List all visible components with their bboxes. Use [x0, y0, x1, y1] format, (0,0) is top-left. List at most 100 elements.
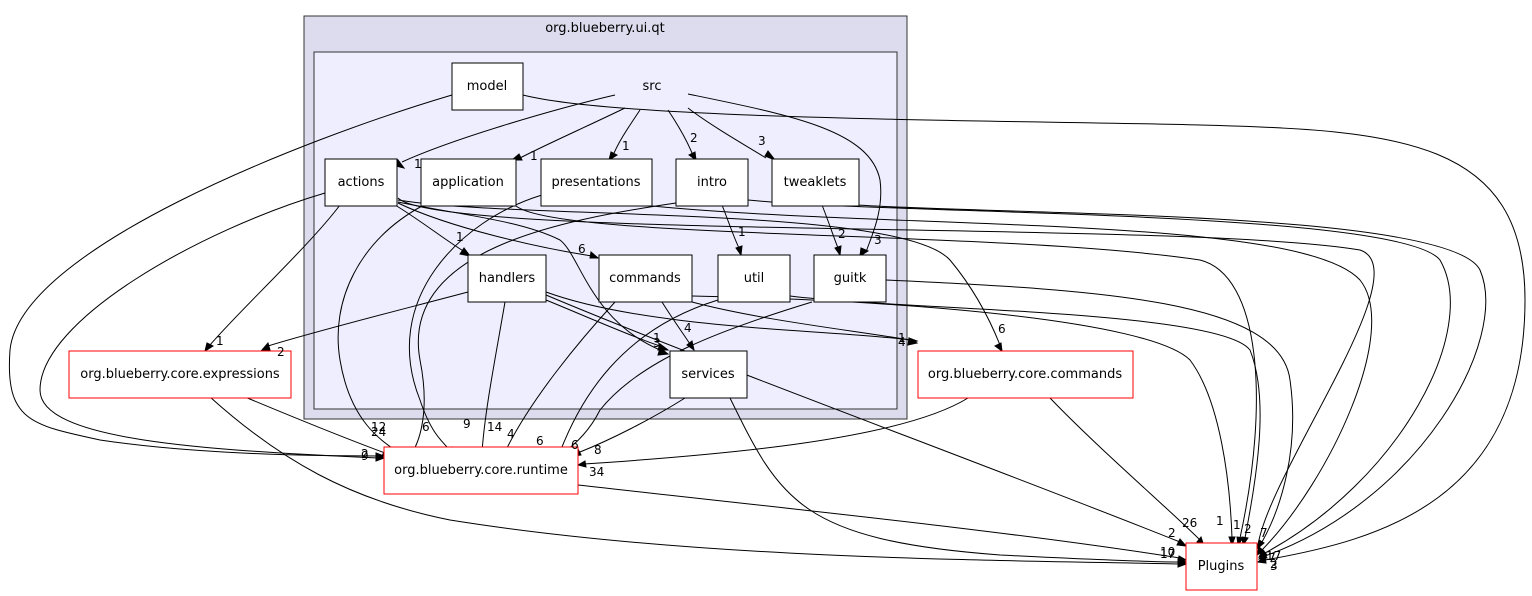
edge-label: 24 — [371, 425, 386, 439]
node-actions[interactable]: actions — [324, 158, 398, 207]
edge-core-commands-plugins — [1049, 397, 1205, 548]
edge-label: 6 — [422, 420, 430, 434]
node-intro-box — [675, 158, 749, 207]
node-application[interactable]: application — [420, 158, 517, 207]
node-core-commands-box — [917, 350, 1134, 399]
edge-label: 3 — [1270, 559, 1278, 573]
node-plugins-box — [1185, 542, 1258, 591]
node-core-runtime[interactable]: org.blueberry.core.runtime — [383, 446, 579, 495]
node-application-box — [420, 158, 517, 207]
node-guitk[interactable]: guitk — [813, 254, 887, 303]
edge-label: 2 — [277, 345, 285, 359]
node-tweaklets-box — [771, 158, 860, 207]
cluster-src[interactable] — [313, 51, 898, 410]
node-core-runtime-box — [383, 446, 579, 495]
edge-actions-core-commands — [397, 199, 1003, 353]
node-model-box — [451, 62, 524, 111]
edge-guitk-plugins — [885, 279, 1294, 550]
edge-label: 17 — [1266, 549, 1281, 563]
node-util-box — [717, 254, 791, 303]
edge-label: 2 — [1168, 526, 1176, 540]
edge-label: 1 — [898, 331, 906, 345]
edge-label: 1 — [530, 149, 538, 163]
edge-label: 4 — [684, 321, 692, 335]
node-guitk-label: guitk — [834, 271, 867, 286]
node-guitk-box — [813, 254, 887, 303]
edge-label: 7 — [1260, 526, 1268, 540]
node-util[interactable]: util — [717, 254, 791, 303]
edge-label: 9 — [361, 449, 369, 463]
edge-label: 6 — [998, 322, 1006, 336]
edge-labels: 1 1 1 2 3 3 1 6 1 1 2 4 1 3 2 6 1 4 12 2… — [216, 131, 1281, 573]
edge-label: 1 — [653, 331, 661, 345]
edge-tweaklets-plugins — [857, 204, 1487, 560]
node-core-commands-label: org.blueberry.core.commands — [928, 367, 1122, 382]
edge-label: 1 — [216, 334, 224, 348]
edge-presentations-plugins — [651, 205, 1373, 557]
edge-src-intro — [667, 109, 697, 162]
node-plugins-label: Plugins — [1198, 559, 1245, 574]
node-presentations-box — [540, 158, 653, 207]
node-core-expressions[interactable]: org.blueberry.core.expressions — [68, 350, 292, 399]
edge-label: 8 — [594, 443, 602, 457]
edge-handlers-plugins — [545, 294, 1188, 547]
cluster-outer-label: org.blueberry.ui.qt — [545, 21, 665, 36]
edge-tweaklets-guitk — [821, 204, 842, 257]
node-commands-box — [598, 254, 693, 303]
edge-label: 6 — [536, 434, 544, 448]
edge-services-plugins — [729, 397, 1188, 566]
edge-label: 7 — [1268, 551, 1276, 565]
edge-label: 2 — [838, 227, 846, 241]
node-presentations[interactable]: presentations — [540, 158, 653, 207]
node-application-label: application — [432, 175, 504, 190]
node-src-label: src — [643, 79, 662, 94]
node-intro[interactable]: intro — [675, 158, 749, 207]
cluster-inner-box — [313, 51, 898, 410]
edge-label: 6 — [571, 438, 579, 452]
edge-label: 12 — [371, 420, 386, 434]
node-model[interactable]: model — [451, 62, 524, 111]
edge-label: 2 — [1244, 522, 1252, 536]
node-commands-label: commands — [609, 271, 681, 286]
node-core-runtime-label: org.blueberry.core.runtime — [394, 463, 568, 478]
edge-core-commands-runtime — [576, 397, 969, 468]
edge-label: 1 — [1233, 518, 1241, 532]
edge-commands-core-commands — [691, 301, 919, 346]
edge-label: 2 — [1270, 557, 1278, 571]
edge-src-guitk — [687, 93, 882, 257]
node-services-box — [669, 350, 748, 399]
edge-label: 1 — [622, 139, 630, 153]
node-tweaklets[interactable]: tweaklets — [771, 158, 860, 207]
node-handlers-box — [467, 254, 547, 303]
edge-actions-commands — [397, 202, 600, 259]
node-core-expressions-label: org.blueberry.core.expressions — [80, 367, 280, 382]
edge-label: 4 — [898, 335, 906, 349]
edge-label: 14 — [487, 420, 502, 434]
node-core-expressions-box — [68, 350, 292, 399]
node-handlers-label: handlers — [479, 271, 536, 286]
node-actions-label: actions — [338, 175, 385, 190]
edge-label: 3 — [653, 336, 661, 350]
edge-runtime-plugins — [577, 484, 1188, 563]
edge-actions-expressions — [204, 204, 341, 353]
node-services[interactable]: services — [669, 350, 748, 399]
edge-label: 26 — [1182, 516, 1197, 530]
edge-label: 3 — [874, 233, 882, 247]
node-handlers[interactable]: handlers — [467, 254, 547, 303]
edge-label: 6 — [578, 242, 586, 256]
edge-expressions-plugins — [209, 396, 1188, 568]
node-presentations-label: presentations — [551, 175, 640, 190]
node-plugins[interactable]: Plugins — [1185, 542, 1258, 591]
edge-label: 17 — [1160, 547, 1175, 561]
edge-src-presentations — [608, 109, 641, 162]
node-model-label: model — [467, 79, 507, 94]
edge-label: 2 — [361, 447, 369, 461]
node-core-commands[interactable]: org.blueberry.core.commands — [917, 350, 1134, 399]
edge-label: 1 — [456, 230, 464, 244]
node-commands[interactable]: commands — [598, 254, 693, 303]
edge-label: 1 — [1216, 514, 1224, 528]
edge-actions-runtime — [39, 192, 386, 462]
edge-src-tweaklets — [687, 107, 777, 162]
node-src[interactable]: src — [643, 79, 662, 94]
